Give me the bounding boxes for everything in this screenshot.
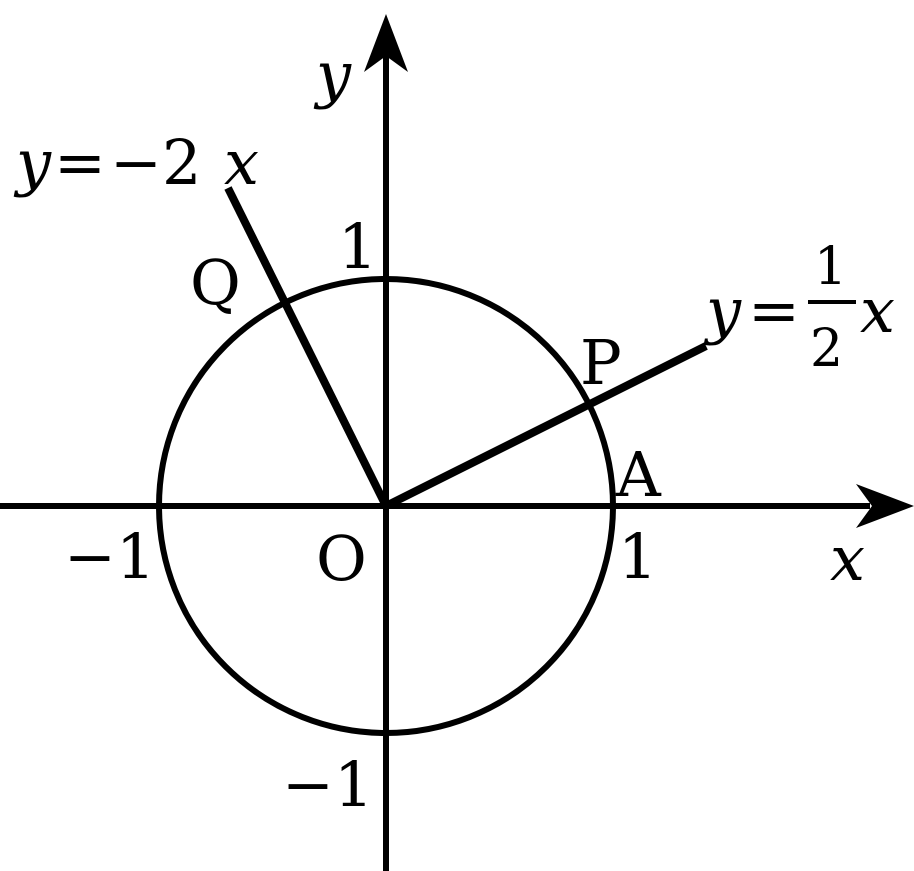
point-q-label: Q	[190, 246, 241, 319]
origin-label: O	[316, 522, 367, 595]
eq-p-numerator: 1	[814, 237, 847, 297]
eq-q-equals: =	[54, 126, 106, 199]
eq-q-coefficient: −2	[110, 126, 201, 199]
y-tick-1: 1	[338, 210, 377, 283]
x-axis-label: x	[830, 522, 865, 595]
x-axis-arrowhead	[856, 484, 914, 528]
equation-y-equals-minus-2x: y = −2 x	[13, 126, 259, 199]
x-tick-minus-1: −1	[64, 520, 155, 593]
point-a-label: A	[615, 438, 662, 511]
x-tick-1: 1	[618, 520, 657, 593]
equation-y-equals-half-x: y = 1 2 x	[703, 237, 895, 379]
eq-p-denominator: 2	[810, 319, 843, 379]
point-p-label: P	[580, 326, 622, 399]
eq-q-var: x	[224, 126, 259, 199]
eq-p-lhs: y	[703, 274, 742, 347]
ray-y-equals-minus-2x	[224, 186, 390, 508]
ray-y-equals-half-x	[384, 342, 708, 510]
y-axis-arrowhead	[364, 14, 408, 72]
eq-p-equals: =	[748, 274, 800, 347]
y-axis-label: y	[313, 38, 352, 111]
eq-q-lhs: y	[13, 126, 52, 199]
eq-p-var: x	[860, 274, 895, 347]
unit-circle	[156, 276, 616, 736]
y-tick-minus-1: −1	[282, 748, 373, 821]
